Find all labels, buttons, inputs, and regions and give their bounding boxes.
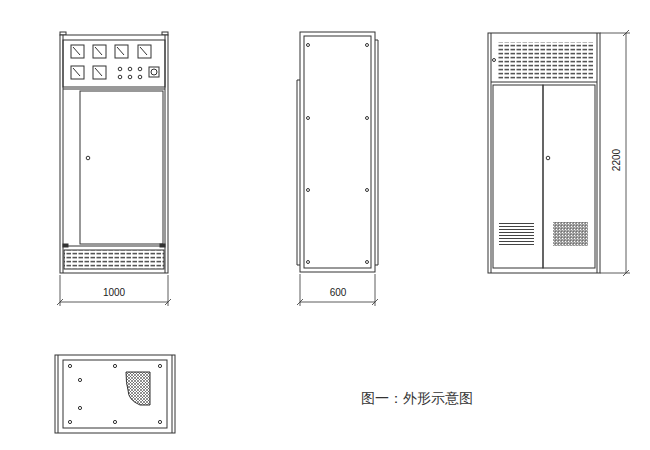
dimension-lines (57, 275, 171, 306)
vent-band (64, 250, 164, 269)
dimension-lines (297, 274, 378, 306)
figure-caption: 图一：外形示意图 (361, 391, 473, 405)
dimension-lines (600, 30, 630, 276)
side-view (297, 32, 378, 272)
rear-view (488, 33, 600, 273)
cable-opening (126, 372, 150, 405)
dimension-label: 600 (330, 288, 347, 298)
top-view (55, 355, 175, 433)
front-view (60, 32, 168, 273)
front-door (80, 91, 163, 244)
meter-symbols (71, 45, 159, 79)
dimension-label: 2200 (612, 149, 622, 171)
dimension-label: 1000 (103, 288, 125, 298)
